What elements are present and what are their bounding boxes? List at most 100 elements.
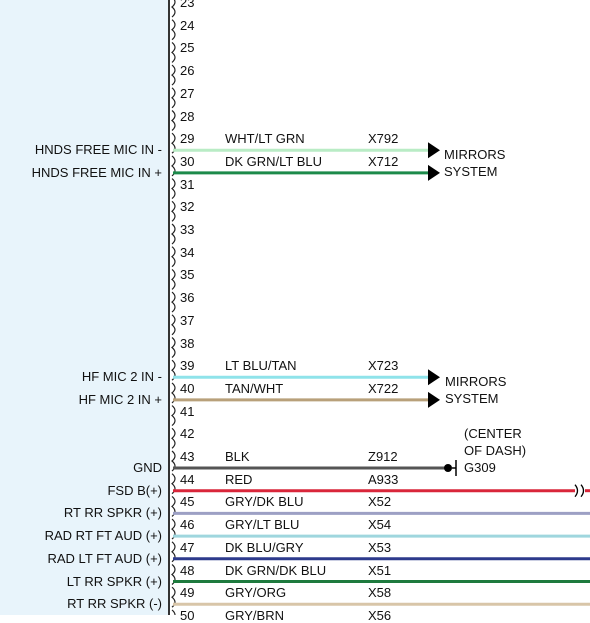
pin-number: 28 (180, 108, 195, 124)
pin-number: 36 (180, 290, 195, 306)
wire-color-label: GRY/ORG (225, 585, 287, 601)
pin-number: 30 (180, 153, 195, 169)
pin-function-label: HNDS FREE MIC IN + (31, 164, 162, 180)
pin-bracket (171, 337, 176, 358)
pin-number: 49 (180, 585, 195, 601)
pin-bracket (171, 0, 176, 18)
circuit-id-label: X56 (368, 607, 392, 623)
pin-number: 25 (180, 40, 195, 56)
circuit-id-label: X723 (368, 358, 399, 374)
pin-bracket (171, 110, 176, 131)
pin-function-label: GND (133, 460, 162, 475)
pin-number: 50 (180, 607, 195, 623)
pin-number: 43 (180, 449, 195, 464)
circuit-id-label: Z912 (368, 449, 398, 464)
wire-color-label: RED (225, 471, 253, 487)
pin-bracket (171, 178, 176, 200)
pin-bracket (171, 41, 176, 63)
destination-1-line2: SYSTEM (444, 164, 498, 179)
ground-location-label: (CENTER OF DASH) (464, 425, 526, 459)
pin-bracket (171, 19, 176, 41)
pin-number: 38 (180, 335, 195, 351)
pin-bracket (171, 64, 176, 86)
wire-color-label: LT BLU/TAN (225, 358, 297, 374)
pin-number: 24 (180, 17, 195, 33)
pin-number: 44 (180, 471, 195, 487)
pin-number: 35 (180, 267, 195, 283)
circuit-id-label: X792 (368, 131, 399, 147)
pin-function-label: LT RR SPKR (+) (66, 573, 162, 589)
circuit-id-label: X722 (368, 380, 399, 396)
wire-color-label: DK GRN/LT BLU (225, 153, 323, 169)
arrow-icon (428, 142, 440, 159)
pin-number: 27 (180, 85, 195, 101)
destination-2-line1: MIRRORS (445, 374, 507, 389)
pin-number: 32 (180, 199, 195, 215)
pin-bracket (171, 223, 176, 245)
wire-color-label: GRY/LT BLU (225, 517, 300, 533)
pin-number: 41 (180, 403, 195, 419)
pin-function-label: HF MIC 2 IN + (78, 391, 162, 407)
wire-color-label: TAN/WHT (225, 380, 284, 396)
arrow-icon (428, 369, 440, 386)
pin-number: 31 (180, 176, 195, 192)
pin-bracket (171, 87, 176, 109)
connector-label-panel (0, 0, 168, 615)
pin-bracket (171, 268, 176, 290)
ground-location-line1: (CENTER (464, 426, 522, 441)
pin-bracket (171, 246, 176, 268)
ground-location-line2: OF DASH) (464, 443, 527, 458)
wire-color-label: DK GRN/DK BLU (225, 562, 327, 578)
pin-function-label: FSD B(+) (107, 482, 162, 498)
pin-function-label: RT RR SPKR (+) (63, 505, 162, 521)
pin-number: 47 (180, 539, 195, 555)
wire-color-label: BLK (225, 449, 250, 464)
pin-bracket (171, 427, 176, 449)
pin-number: 40 (180, 380, 195, 396)
wire-color-label: GRY/DK BLU (225, 494, 304, 510)
inline-connector-icon (574, 484, 585, 498)
circuit-id-label: X54 (368, 517, 392, 533)
circuit-id-label: X53 (368, 539, 392, 555)
pin-bracket (171, 200, 176, 222)
pin-function-label: HF MIC 2 IN - (81, 369, 162, 385)
pin-number: 45 (180, 494, 195, 510)
pin-number: 33 (180, 222, 195, 237)
pin-bracket (171, 314, 176, 336)
circuit-id-label: X52 (368, 494, 392, 510)
pin-number: 37 (180, 312, 195, 328)
destination-label-1: MIRRORS SYSTEM (444, 146, 505, 180)
pin-number: 48 (180, 562, 195, 578)
circuit-id-label: X51 (368, 562, 392, 578)
pin-function-label: RAD LT FT AUD (+) (47, 550, 163, 566)
destination-label-2: MIRRORS SYSTEM (445, 373, 506, 407)
wire-color-label: DK BLU/GRY (225, 539, 304, 555)
pin-bracket (171, 291, 176, 313)
pin-function-label: RT RR SPKR (-) (67, 596, 162, 612)
circuit-id-label: X58 (368, 585, 392, 601)
pin-number: 39 (180, 358, 195, 374)
circuit-id-label: A933 (368, 471, 399, 487)
pin-number: 23 (180, 0, 195, 10)
pin-function-label: RAD RT FT AUD (+) (44, 528, 162, 544)
pin-number: 34 (180, 244, 195, 260)
wire-color-label: WHT/LT GRN (225, 131, 305, 147)
pin-bracket (171, 405, 176, 427)
ground-id-label: G309 (464, 460, 496, 475)
circuit-id-label: X712 (368, 153, 399, 169)
pin-number: 26 (180, 63, 195, 79)
destination-2-line2: SYSTEM (445, 391, 499, 406)
pin-number: 29 (180, 131, 195, 147)
pin-bracket (171, 609, 176, 615)
arrow-icon (428, 164, 440, 181)
wire-color-label: GRY/BRN (225, 607, 284, 623)
splice-dot-icon (444, 464, 452, 472)
destination-1-line1: MIRRORS (444, 147, 506, 162)
connector-edge (168, 0, 170, 615)
pin-number: 46 (180, 517, 195, 533)
arrow-icon (428, 391, 440, 408)
pin-function-label: HNDS FREE MIC IN - (34, 142, 162, 158)
pin-number: 42 (180, 426, 195, 442)
